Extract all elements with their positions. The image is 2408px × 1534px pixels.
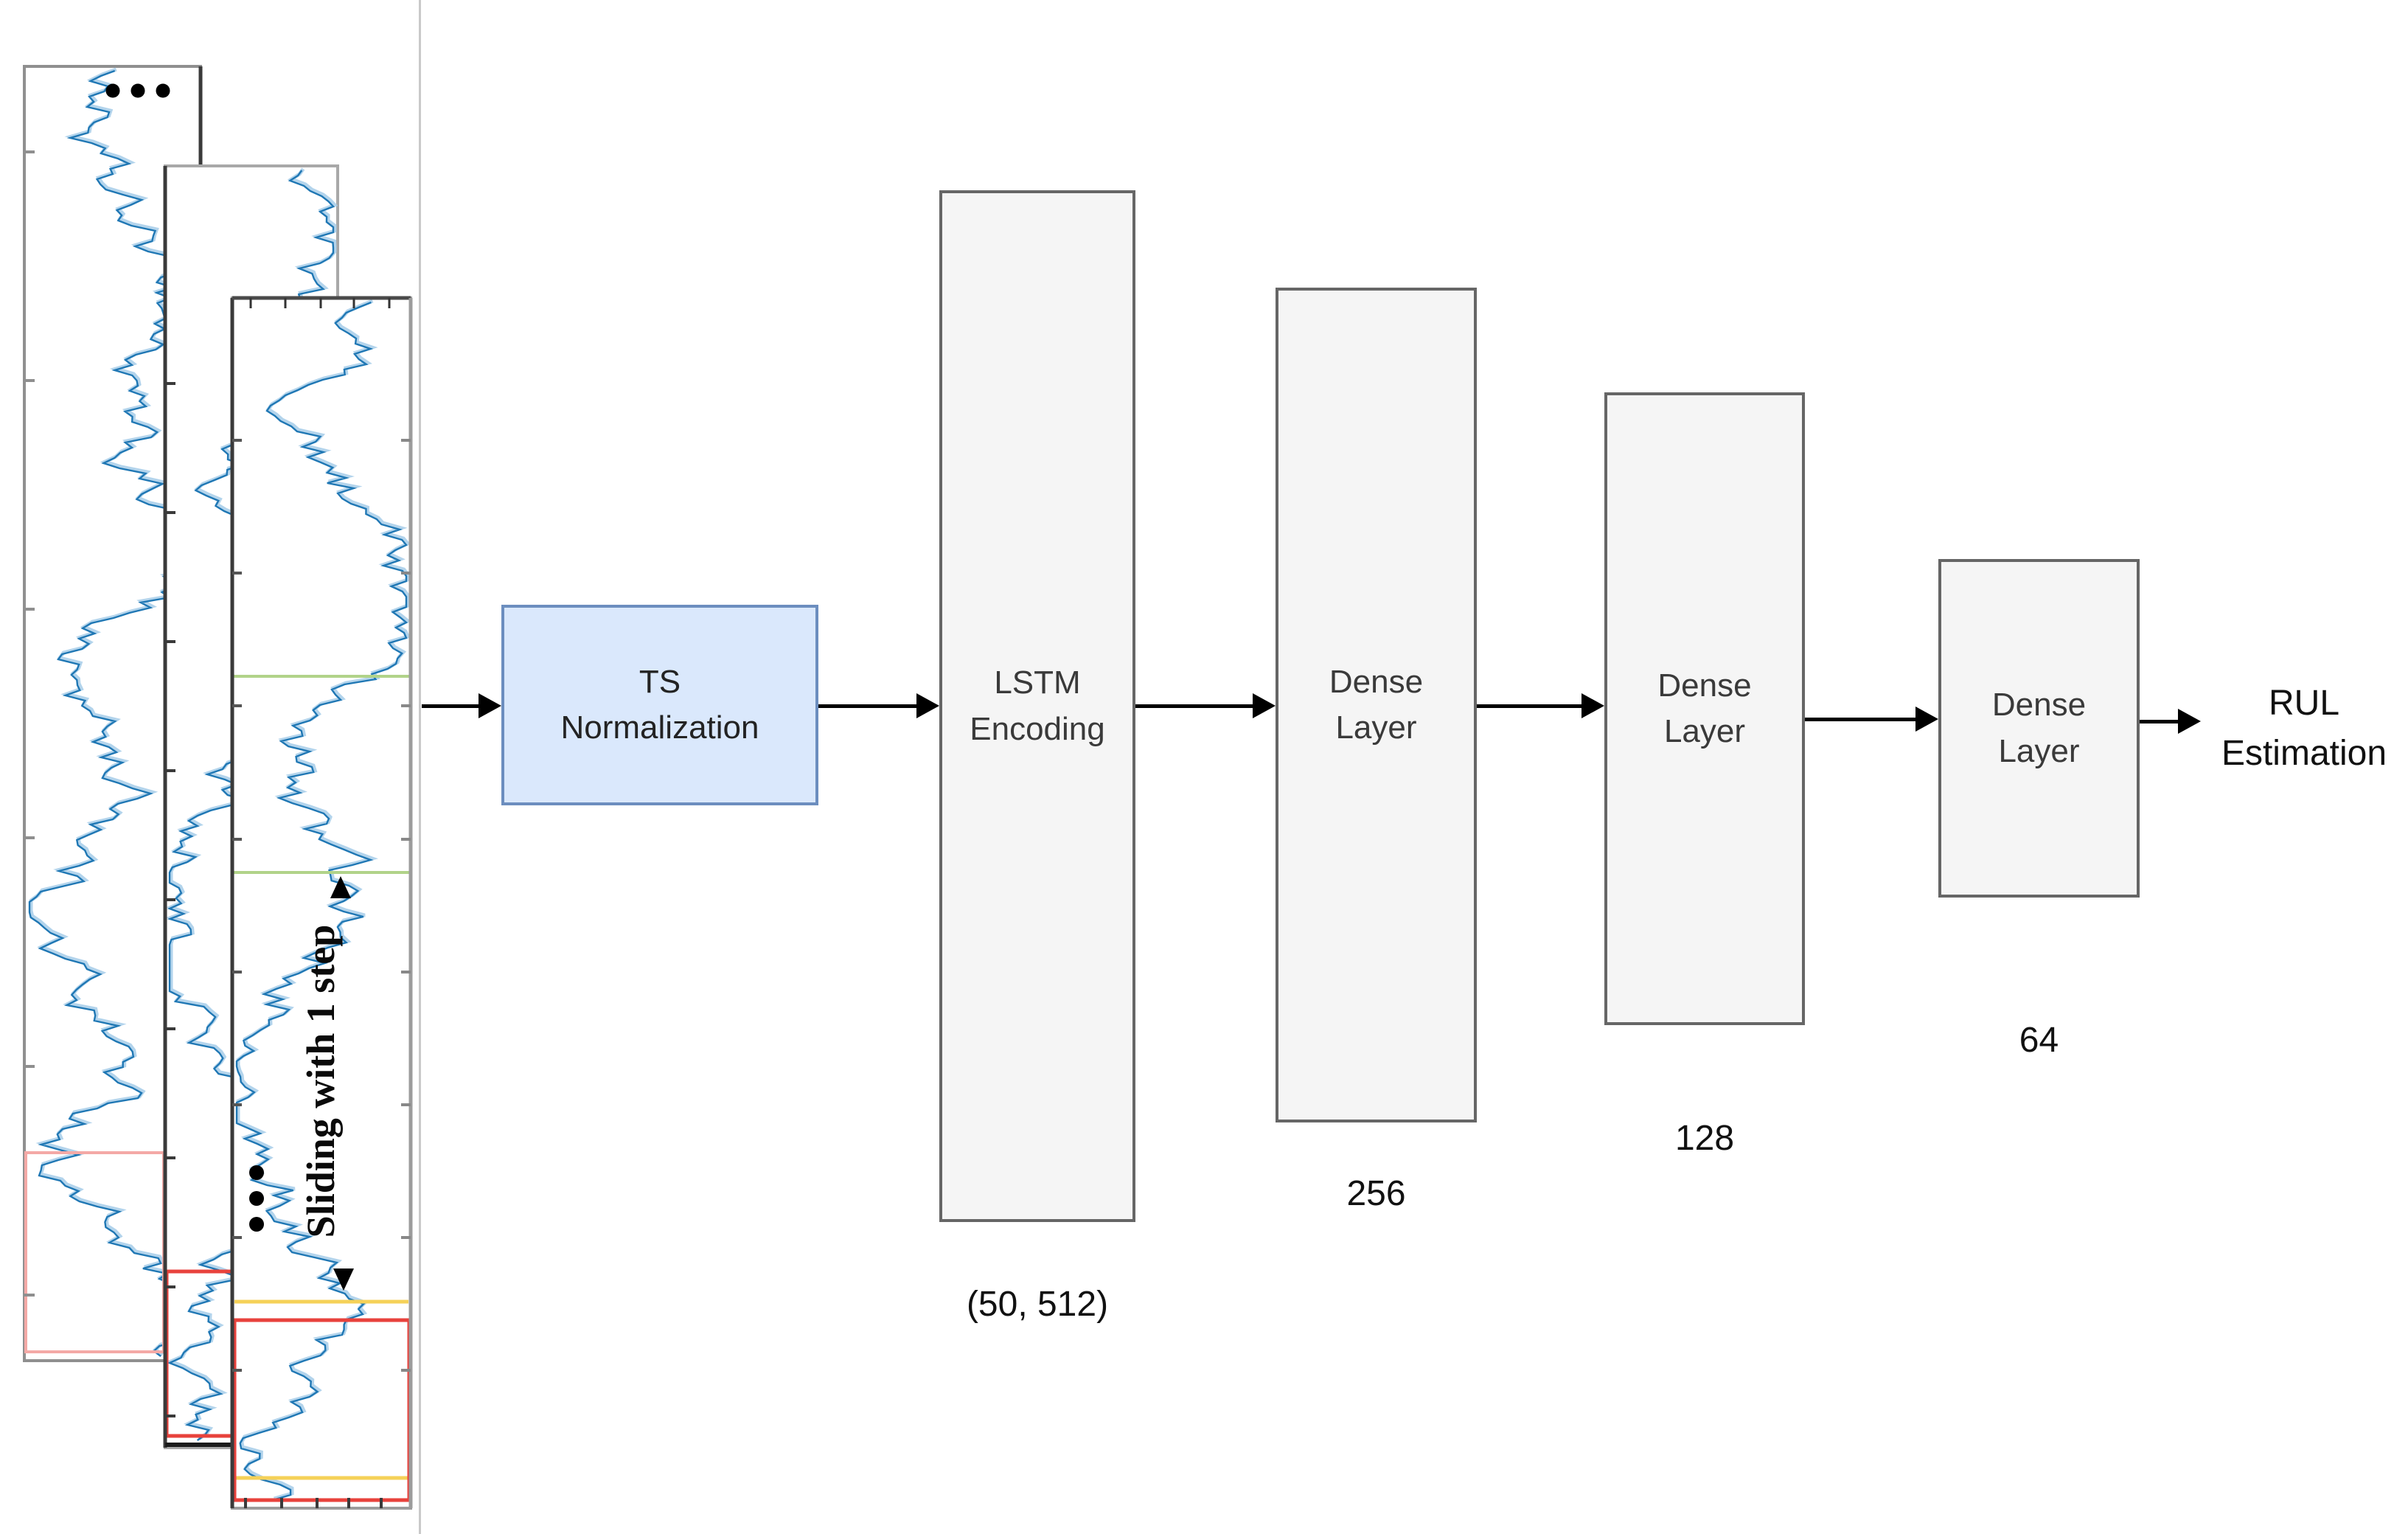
horizontal-ellipsis-icon bbox=[105, 83, 170, 98]
dense64-units-label: 64 bbox=[2019, 1021, 2059, 1060]
time-series-panels: Sliding with 1 step bbox=[23, 65, 413, 1510]
dense64-label-line2: Layer bbox=[1998, 732, 2080, 769]
flow-arrow-input bbox=[422, 693, 501, 719]
rul-estimation-label: RUL Estimation bbox=[2205, 678, 2404, 779]
arrow-shaft bbox=[1477, 704, 1581, 708]
lstm-label-line1: LSTM bbox=[994, 664, 1081, 701]
flow-arrow-dense256-to-dense128 bbox=[1477, 693, 1604, 719]
lstm-shape-label: (50, 512) bbox=[966, 1285, 1109, 1324]
rul-label-line1: RUL bbox=[2268, 684, 2340, 723]
arrow-shaft bbox=[818, 704, 916, 708]
ts-normalization-label-line2: Normalization bbox=[560, 709, 759, 746]
lstm-label-line2: Encoding bbox=[970, 710, 1105, 747]
ts-normalization-label-line1: TS bbox=[638, 663, 681, 700]
arrow-shaft bbox=[1135, 704, 1253, 708]
arrow-head-icon bbox=[916, 693, 939, 718]
dense128-units-label: 128 bbox=[1674, 1119, 1735, 1158]
arrow-head-icon bbox=[2178, 709, 2201, 734]
flow-arrow-dense128-to-dense64 bbox=[1805, 706, 1938, 732]
rul-label-line2: Estimation bbox=[2221, 734, 2387, 773]
dense-layer-64-box: Dense Layer bbox=[1938, 559, 2140, 898]
slide-up-arrowhead-icon bbox=[330, 876, 351, 898]
lstm-encoding-box: LSTM Encoding bbox=[939, 190, 1135, 1222]
dense128-label-line1: Dense bbox=[1657, 667, 1752, 704]
arrow-head-icon bbox=[1915, 707, 1938, 732]
arrow-shaft bbox=[1805, 717, 1915, 721]
vertical-ellipsis-icon bbox=[249, 1165, 264, 1232]
arrow-shaft bbox=[2140, 719, 2178, 723]
section-divider-line bbox=[419, 0, 421, 1534]
arrow-head-icon bbox=[1581, 693, 1604, 718]
slide-down-arrowhead-icon bbox=[333, 1268, 354, 1291]
flow-arrow-lstm-to-dense256 bbox=[1135, 693, 1276, 719]
ts-normalization-box: TS Normalization bbox=[501, 605, 818, 805]
dense-layer-128-box: Dense Layer bbox=[1604, 392, 1805, 1025]
time-series-panel-front bbox=[230, 296, 413, 1510]
flow-arrow-dense64-to-output bbox=[2140, 708, 2201, 735]
arrow-head-icon bbox=[479, 693, 501, 718]
sliding-window-annotations: Sliding with 1 step bbox=[105, 83, 354, 1291]
dense256-label-line1: Dense bbox=[1329, 663, 1424, 700]
dense256-units-label: 256 bbox=[1346, 1174, 1406, 1213]
arrow-head-icon bbox=[1253, 693, 1276, 718]
dense128-label-line2: Layer bbox=[1663, 713, 1746, 749]
sliding-annotation-label: Sliding with 1 step bbox=[299, 925, 343, 1238]
flow-arrow-ts-to-lstm bbox=[818, 693, 939, 719]
arrow-shaft bbox=[422, 704, 479, 708]
dense64-label-line1: Dense bbox=[1991, 687, 2087, 723]
dense-layer-256-box: Dense Layer bbox=[1276, 288, 1477, 1122]
dense256-label-line2: Layer bbox=[1335, 709, 1417, 746]
